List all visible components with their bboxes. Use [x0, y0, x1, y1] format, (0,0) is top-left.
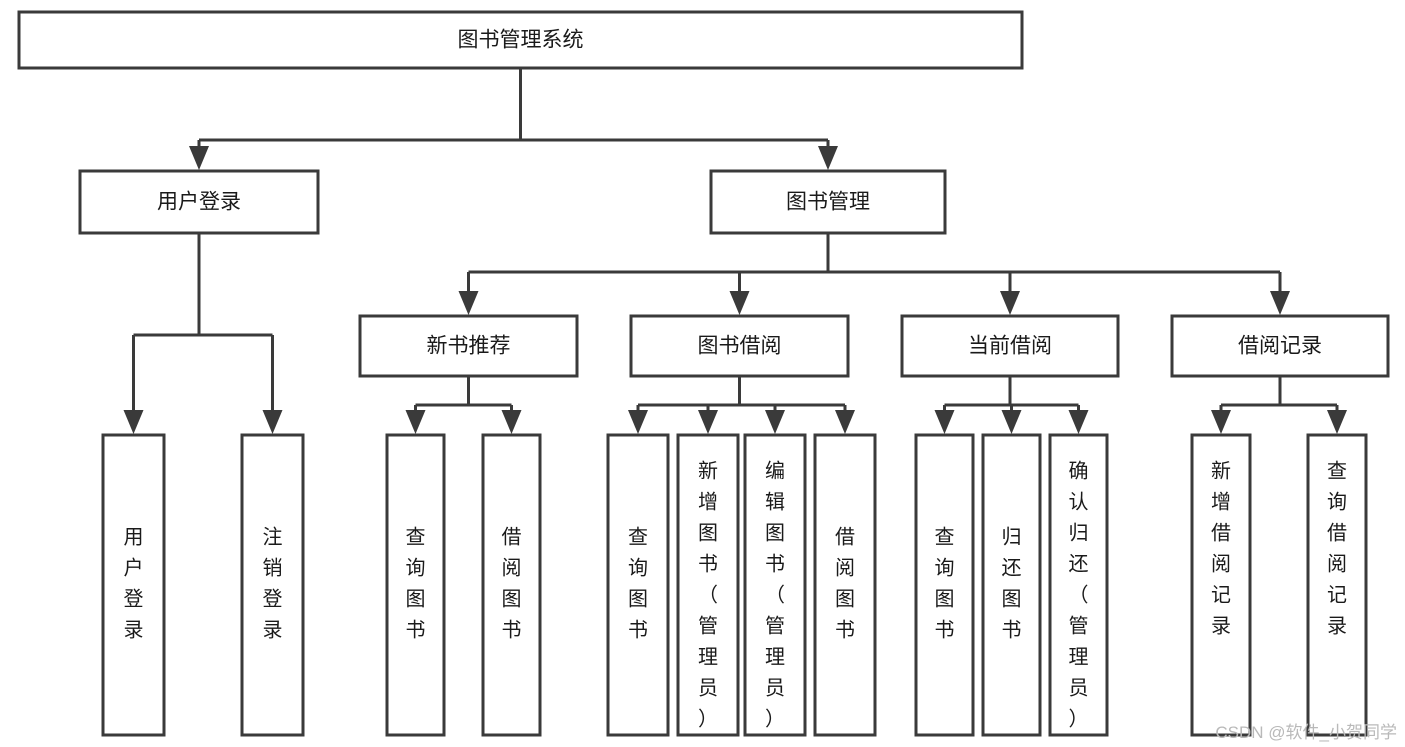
node-leaf-query-book-2[interactable]: 查询图书 — [606, 433, 670, 737]
node-label: 新增图书（管理员） — [698, 460, 718, 731]
node-label: 图书借阅 — [698, 335, 782, 358]
connector-group-user-login — [123, 233, 283, 434]
arrow-head-icon — [262, 410, 283, 434]
node-box[interactable] — [629, 314, 850, 378]
connector-group-book-borrow — [628, 376, 855, 434]
node-borrow-record[interactable]: 借阅记录 — [1170, 314, 1390, 378]
node-leaf-query-book-1[interactable]: 查询图书 — [385, 433, 446, 737]
connector-group-borrow-record — [1211, 376, 1347, 434]
node-box[interactable] — [606, 433, 670, 737]
node-current-borrow[interactable]: 当前借阅 — [900, 314, 1120, 378]
node-box[interactable] — [481, 433, 542, 737]
node-leaf-query-book-3[interactable]: 查询图书 — [914, 433, 975, 737]
node-box[interactable] — [101, 433, 166, 737]
node-box[interactable] — [813, 433, 877, 737]
node-label: 图书管理系统 — [458, 29, 584, 52]
node-leaf-add-book-admin[interactable]: 新增图书（管理员） — [676, 433, 740, 737]
node-label: 借阅图书 — [835, 526, 855, 642]
node-book-borrow[interactable]: 图书借阅 — [629, 314, 850, 378]
node-label: 注销登录 — [263, 526, 283, 642]
node-leaf-edit-book-admin[interactable]: 编辑图书（管理员） — [743, 433, 807, 737]
node-root[interactable]: 图书管理系统 — [17, 10, 1024, 70]
node-box[interactable] — [676, 433, 740, 737]
node-box[interactable] — [1306, 433, 1368, 737]
node-label: 查询图书 — [406, 526, 426, 642]
connector-group-current-borrow — [934, 376, 1089, 434]
node-leaf-borrow-book-1[interactable]: 借阅图书 — [481, 433, 542, 737]
node-box[interactable] — [1048, 433, 1109, 737]
node-label: 当前借阅 — [968, 335, 1052, 358]
arrow-head-icon — [123, 410, 144, 434]
node-box[interactable] — [17, 10, 1024, 70]
node-label: 借阅图书 — [502, 526, 522, 642]
node-leaf-add-borrow-record[interactable]: 新增借阅记录 — [1190, 433, 1252, 737]
node-label: 查询图书 — [935, 526, 955, 642]
node-label: 新书推荐 — [427, 335, 511, 358]
node-box[interactable] — [1190, 433, 1252, 737]
node-label: 图书管理 — [786, 191, 870, 214]
node-label: 借阅记录 — [1238, 335, 1322, 358]
node-book-management[interactable]: 图书管理 — [709, 169, 947, 235]
connector-group-root — [189, 68, 838, 170]
node-label: 确认归还（管理员） — [1069, 460, 1089, 731]
node-box[interactable] — [240, 433, 305, 737]
node-label: 查询借阅记录 — [1327, 460, 1347, 638]
watermark-label: CSDN @软件_小贺同学 — [1215, 723, 1397, 742]
arrow-head-icon — [189, 146, 209, 170]
arrow-head-icon — [1068, 410, 1089, 434]
arrow-head-icon — [1270, 291, 1290, 315]
node-leaf-logout-login[interactable]: 注销登录 — [240, 433, 305, 737]
connector-group-book-management — [458, 233, 1290, 315]
arrow-head-icon — [1327, 410, 1347, 434]
node-box[interactable] — [743, 433, 807, 737]
node-box[interactable] — [1170, 314, 1390, 378]
arrow-head-icon — [1001, 410, 1022, 434]
node-label: 新增借阅记录 — [1211, 460, 1231, 638]
arrow-head-icon — [501, 410, 522, 434]
arrow-head-icon — [765, 410, 785, 434]
arrow-head-icon — [729, 291, 750, 315]
node-box[interactable] — [914, 433, 975, 737]
arrow-head-icon — [405, 410, 426, 434]
node-leaf-user-login[interactable]: 用户登录 — [101, 433, 166, 737]
node-box[interactable] — [900, 314, 1120, 378]
node-box[interactable] — [358, 314, 579, 378]
connector-group-new-book-recommend — [405, 376, 522, 434]
node-label: 归还图书 — [1002, 526, 1022, 642]
node-layer: 图书管理系统用户登录图书管理新书推荐图书借阅当前借阅借阅记录用户登录注销登录查询… — [17, 10, 1390, 737]
node-label: 查询图书 — [628, 526, 648, 642]
node-leaf-query-borrow-record[interactable]: 查询借阅记录 — [1306, 433, 1368, 737]
node-leaf-confirm-return-admin[interactable]: 确认归还（管理员） — [1048, 433, 1109, 737]
node-new-book-recommend[interactable]: 新书推荐 — [358, 314, 579, 378]
arrow-head-icon — [934, 410, 955, 434]
node-label: 用户登录 — [124, 527, 144, 642]
node-label: 编辑图书（管理员） — [765, 460, 785, 731]
connector-layer — [123, 68, 1347, 434]
node-box[interactable] — [709, 169, 947, 235]
node-user-login[interactable]: 用户登录 — [78, 169, 320, 235]
arrow-head-icon — [835, 410, 855, 434]
node-box[interactable] — [78, 169, 320, 235]
node-label: 用户登录 — [157, 191, 241, 214]
arrow-head-icon — [818, 146, 838, 170]
arrow-head-icon — [1211, 410, 1231, 434]
arrow-head-icon — [628, 410, 648, 434]
arrow-head-icon — [1000, 291, 1020, 315]
node-box[interactable] — [385, 433, 446, 737]
node-leaf-borrow-book-2[interactable]: 借阅图书 — [813, 433, 877, 737]
arrow-head-icon — [458, 291, 479, 315]
node-box[interactable] — [981, 433, 1042, 737]
arrow-head-icon — [698, 410, 718, 434]
node-leaf-return-book[interactable]: 归还图书 — [981, 433, 1042, 737]
